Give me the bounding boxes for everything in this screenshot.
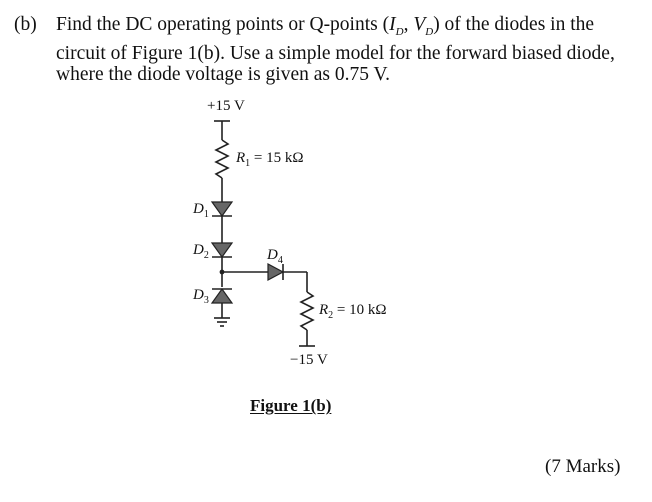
r1-resistor [214, 139, 230, 179]
supply-negative-label: −15 V [290, 352, 328, 368]
question-label: (b) [14, 14, 37, 35]
marks-label: (7 Marks) [545, 456, 621, 477]
question-text: Find the DC operating points or Q-points… [56, 14, 615, 85]
figure-caption: Figure 1(b) [250, 396, 332, 415]
supply-positive-label: +15 V [207, 98, 245, 114]
d3-label: D3 [193, 287, 209, 306]
r2-label: R2 = 10 kΩ [319, 302, 387, 321]
d4-label: D4 [267, 247, 283, 266]
d4-diode-icon [267, 263, 285, 281]
junction-node [219, 269, 225, 275]
d1-label: D1 [193, 201, 209, 220]
var-id: ID [389, 14, 404, 38]
var-vd: VD [413, 14, 434, 38]
d2-label: D2 [193, 242, 209, 261]
d3-diode-icon [210, 287, 234, 304]
r2-resistor [299, 291, 315, 331]
r1-label: R1 = 15 kΩ [236, 150, 304, 169]
d2-diode-icon [210, 242, 234, 259]
d1-diode-icon [210, 201, 234, 218]
